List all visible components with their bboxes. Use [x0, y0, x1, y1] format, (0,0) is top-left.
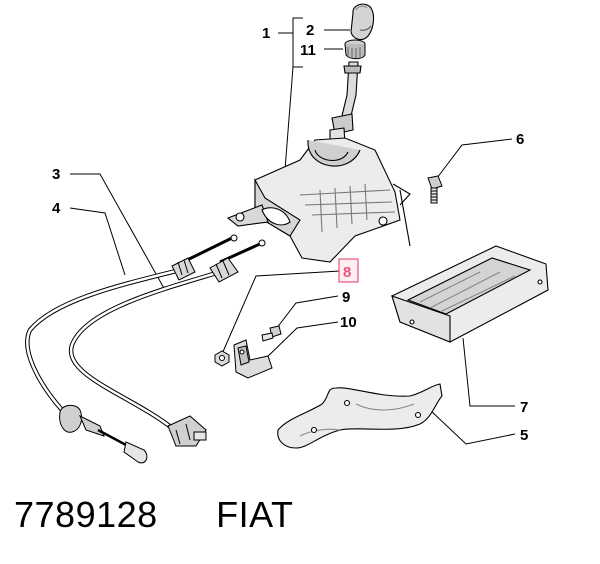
callout-11: 11 [300, 42, 316, 59]
bolt [427, 175, 443, 204]
callout-7: 7 [520, 399, 528, 416]
callout-10: 10 [340, 314, 357, 331]
callout-5: 5 [520, 427, 528, 444]
cable-fittings-top [171, 234, 266, 283]
callout-8: 8 [343, 264, 351, 281]
small-bolt [261, 325, 282, 342]
callout-2: 2 [306, 22, 314, 39]
footer-caption: 7789128 FIAT [14, 494, 294, 536]
cable-end-lower-left [59, 404, 148, 464]
bracket [233, 339, 273, 379]
leader-lines [69, 17, 516, 445]
callout-4: 4 [52, 200, 61, 217]
callout-1: 1 [262, 25, 270, 42]
console-trim-frame [391, 245, 549, 343]
callout-6: 6 [516, 131, 524, 148]
callout-9: 9 [342, 289, 350, 306]
gear-cables [25, 236, 263, 430]
heat-shield [277, 383, 443, 449]
part-number: 7789128 [14, 494, 158, 535]
gear-knob [350, 3, 375, 41]
gear-lever-housing [226, 137, 411, 263]
cable-end-lower-middle [167, 415, 207, 447]
boot-ring [344, 39, 366, 60]
callout-8-highlight-box [338, 258, 359, 283]
nut [214, 350, 230, 367]
brand-name: FIAT [216, 494, 294, 535]
callout-labels: 1 2 11 3 4 6 8 9 10 7 5 [52, 22, 528, 444]
callout-3: 3 [52, 166, 60, 183]
